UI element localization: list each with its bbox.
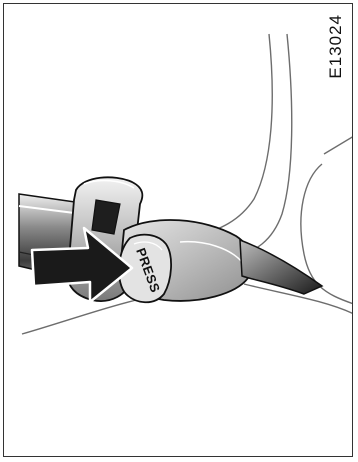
illustration-frame: PRESS E13024 [3, 3, 353, 457]
figure-code: E13024 [326, 14, 346, 79]
seatbelt-release-illustration: PRESS [4, 4, 353, 457]
